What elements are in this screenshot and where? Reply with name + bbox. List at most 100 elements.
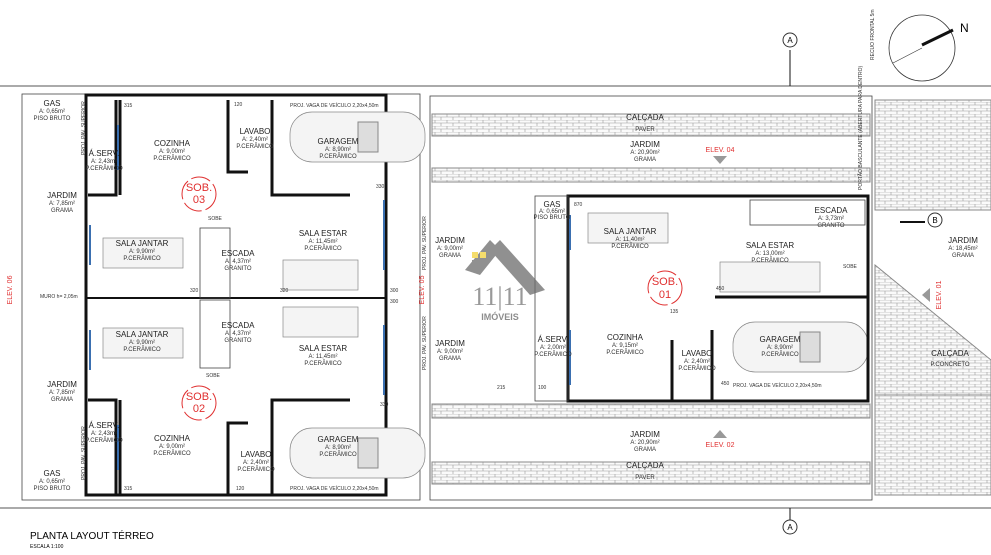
walls-left [84,93,388,497]
svg-text:CALÇADA: CALÇADA [626,461,664,470]
unit-label: SOB. [186,391,212,403]
svg-text:P.CERÂMICO: P.CERÂMICO [606,349,644,356]
svg-text:330: 330 [380,402,389,408]
proj-pav-label: PROJ. PAV. SUPERIOR [422,316,428,370]
svg-text:215: 215 [497,385,506,391]
svg-text:A: 7,85m²: A: 7,85m² [49,390,75,396]
elev-02: ELEV. 02 [706,442,735,449]
section-a-marker-bottom: A [782,508,798,535]
svg-text:870: 870 [574,202,583,208]
proj-vaga-label: PROJ. VAGA DE VEÍCULO 2,20x4,50m [733,382,822,389]
svg-text:120: 120 [234,102,243,108]
calcada-right-ramp [874,263,991,396]
svg-text:Á.SERV.: Á.SERV. [538,335,569,344]
elev-06: ELEV. 06 [7,275,14,304]
svg-text:JARDIM: JARDIM [630,430,660,439]
svg-text:SALA ESTAR: SALA ESTAR [299,229,348,238]
svg-text:P.CERÂMICO: P.CERÂMICO [678,365,716,372]
svg-text:SOBE: SOBE [843,264,858,270]
svg-text:315: 315 [124,103,133,109]
unit-label: SOB. [652,276,678,288]
svg-text:COZINHA: COZINHA [154,434,191,443]
svg-text:A: 11,45m²: A: 11,45m² [309,354,338,360]
svg-text:A: 9,00m²: A: 9,00m² [437,246,463,252]
svg-text:PISO BRUTO: PISO BRUTO [534,215,571,221]
svg-text:JARDIM: JARDIM [435,339,465,348]
svg-text:JARDIM: JARDIM [47,380,77,389]
unit-number: 01 [659,289,671,301]
svg-text:A: 2,43m²: A: 2,43m² [91,159,117,165]
svg-text:P.CONCRETO: P.CONCRETO [930,362,969,368]
svg-text:A: 8,90m²: A: 8,90m² [767,345,793,351]
svg-text:A: A [787,36,793,45]
plan-scale: ESCALA 1:100 [30,544,64,550]
svg-text:LAVABO: LAVABO [682,349,713,358]
svg-text:GRANITO: GRANITO [817,223,845,229]
svg-text:A: 2,40m²: A: 2,40m² [684,359,710,365]
svg-text:LAVABO: LAVABO [241,450,272,459]
svg-text:COZINHA: COZINHA [607,333,644,342]
svg-text:450: 450 [721,381,730,387]
portao-label: PORTÃO BASCULANTE (ABERTURA PARA DENTRO) [857,65,864,190]
svg-text:SALA JANTAR: SALA JANTAR [604,227,657,236]
car-icon [289,427,426,479]
elev-05: ELEV. 05 [419,275,426,304]
svg-text:A: 11,40m²: A: 11,40m² [616,237,645,243]
svg-text:GRAMA: GRAMA [51,397,73,403]
calcada-top [431,113,871,137]
svg-text:GRAMA: GRAMA [952,253,974,259]
calcada-mid-top [431,167,871,183]
svg-text:A: 4,37m²: A: 4,37m² [225,331,251,337]
svg-text:P.CERÂMICO: P.CERÂMICO [319,153,357,160]
svg-text:GAS: GAS [44,469,61,478]
unit-number: 03 [193,194,205,206]
svg-text:A: 8,90m²: A: 8,90m² [325,147,351,153]
svg-text:P.CERÂMICO: P.CERÂMICO [153,450,191,457]
svg-text:PISO BRUTO: PISO BRUTO [34,116,71,122]
svg-text:330: 330 [376,184,385,190]
proj-pav-label: PROJ. PAV. SUPERIOR [81,426,87,480]
watermark-text: IMÓVEIS [481,311,519,322]
svg-text:P.CERÂMICO: P.CERÂMICO [85,165,123,172]
svg-text:320: 320 [280,288,289,294]
svg-text:GRAMA: GRAMA [634,157,656,163]
watermark-number: 11|11 [472,282,527,311]
svg-text:SALA ESTAR: SALA ESTAR [299,344,348,353]
svg-text:315: 315 [124,486,133,492]
elev-01: ELEV. 01 [936,280,943,309]
svg-text:300: 300 [390,288,399,294]
svg-text:A: 2,40m²: A: 2,40m² [242,137,268,143]
svg-text:A: 20,90m²: A: 20,90m² [630,150,659,156]
svg-text:Á.SERV.: Á.SERV. [89,149,120,158]
svg-text:SALA ESTAR: SALA ESTAR [746,241,795,250]
svg-text:PISO BRUTO: PISO BRUTO [34,486,71,492]
plan-title: PLANTA LAYOUT TÉRREO [30,529,154,542]
svg-text:Á.SERV.: Á.SERV. [89,421,120,430]
svg-text:P.CERÂMICO: P.CERÂMICO [123,346,161,353]
elevation-markers: ELEV. 04 ELEV. 02 ELEV. 05 ELEV. 06 ELEV… [7,147,943,449]
unit-number: 02 [193,403,205,415]
svg-text:100: 100 [538,385,547,391]
svg-text:P.CERÂMICO: P.CERÂMICO [304,360,342,367]
svg-text:JARDIM: JARDIM [435,236,465,245]
calcada-bottom [431,461,871,485]
svg-text:ESCADA: ESCADA [222,249,256,258]
